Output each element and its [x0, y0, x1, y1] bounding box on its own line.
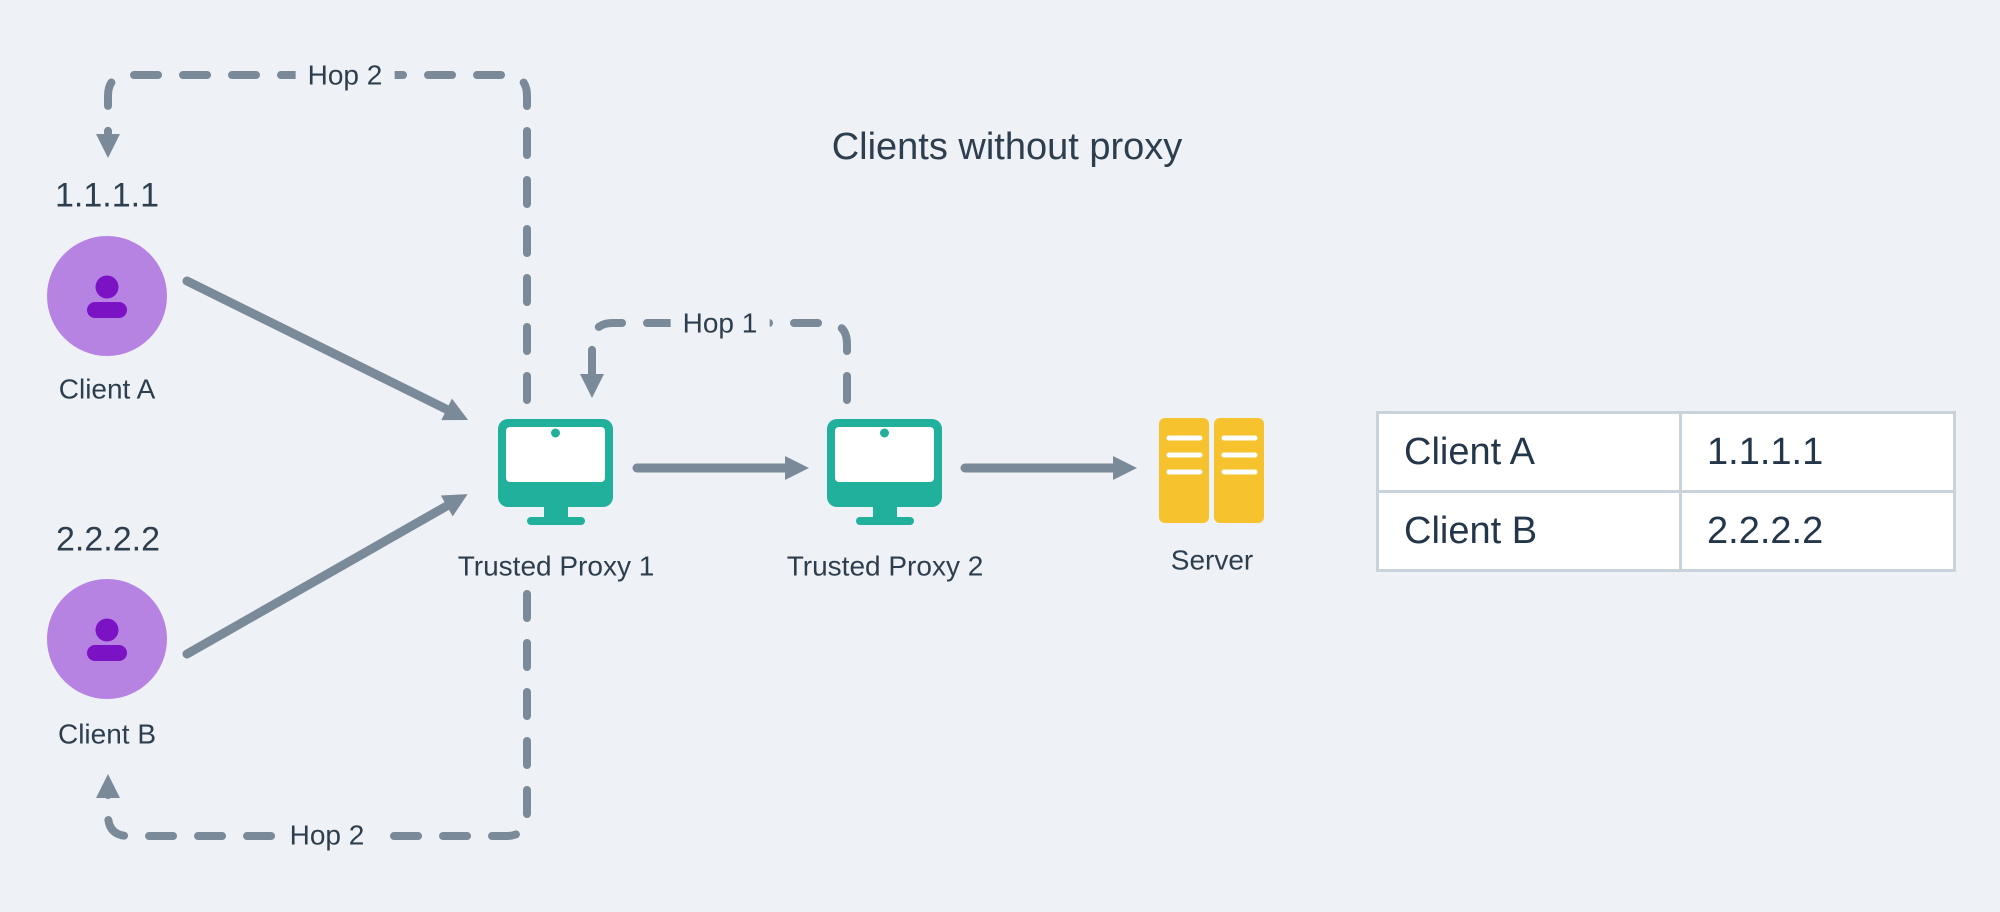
user-icon [47, 236, 167, 356]
proxy1-label: Trusted Proxy 1 [457, 550, 655, 582]
client-b-label: Client B [57, 718, 157, 750]
server-rack-icon [1159, 418, 1264, 523]
proxy2-label: Trusted Proxy 2 [786, 550, 984, 582]
table-cell-client-b-ip: 2.2.2.2 [1682, 493, 1953, 569]
client-a-label: Client A [58, 373, 156, 405]
client-b-ip-label: 2.2.2.2 [56, 520, 160, 559]
arrow-client-a-to-proxy1 [182, 276, 469, 421]
table-cell-client-a-name: Client A [1379, 414, 1679, 490]
monitor-icon [498, 419, 613, 525]
diagram-title: Clients without proxy [831, 126, 1183, 169]
table-cell-client-b-name: Client B [1379, 493, 1679, 569]
server-label: Server [1170, 544, 1254, 576]
user-icon [47, 579, 167, 699]
hop2-top-label: Hop 2 [295, 58, 395, 94]
hop2-dashed-arrow-to-client-a [96, 71, 531, 404]
client-a-ip-label: 1.1.1.1 [55, 176, 159, 215]
table-cell-client-a-ip: 1.1.1.1 [1682, 414, 1953, 490]
hop2-dashed-arrow-to-client-b [96, 590, 531, 840]
arrow-client-b-to-proxy1 [182, 494, 468, 659]
client-ip-table: Client A 1.1.1.1 Client B 2.2.2.2 [1376, 411, 1956, 572]
hop2-bottom-label: Hop 2 [277, 818, 377, 854]
monitor-icon [827, 419, 942, 525]
hop1-label: Hop 1 [670, 306, 770, 342]
